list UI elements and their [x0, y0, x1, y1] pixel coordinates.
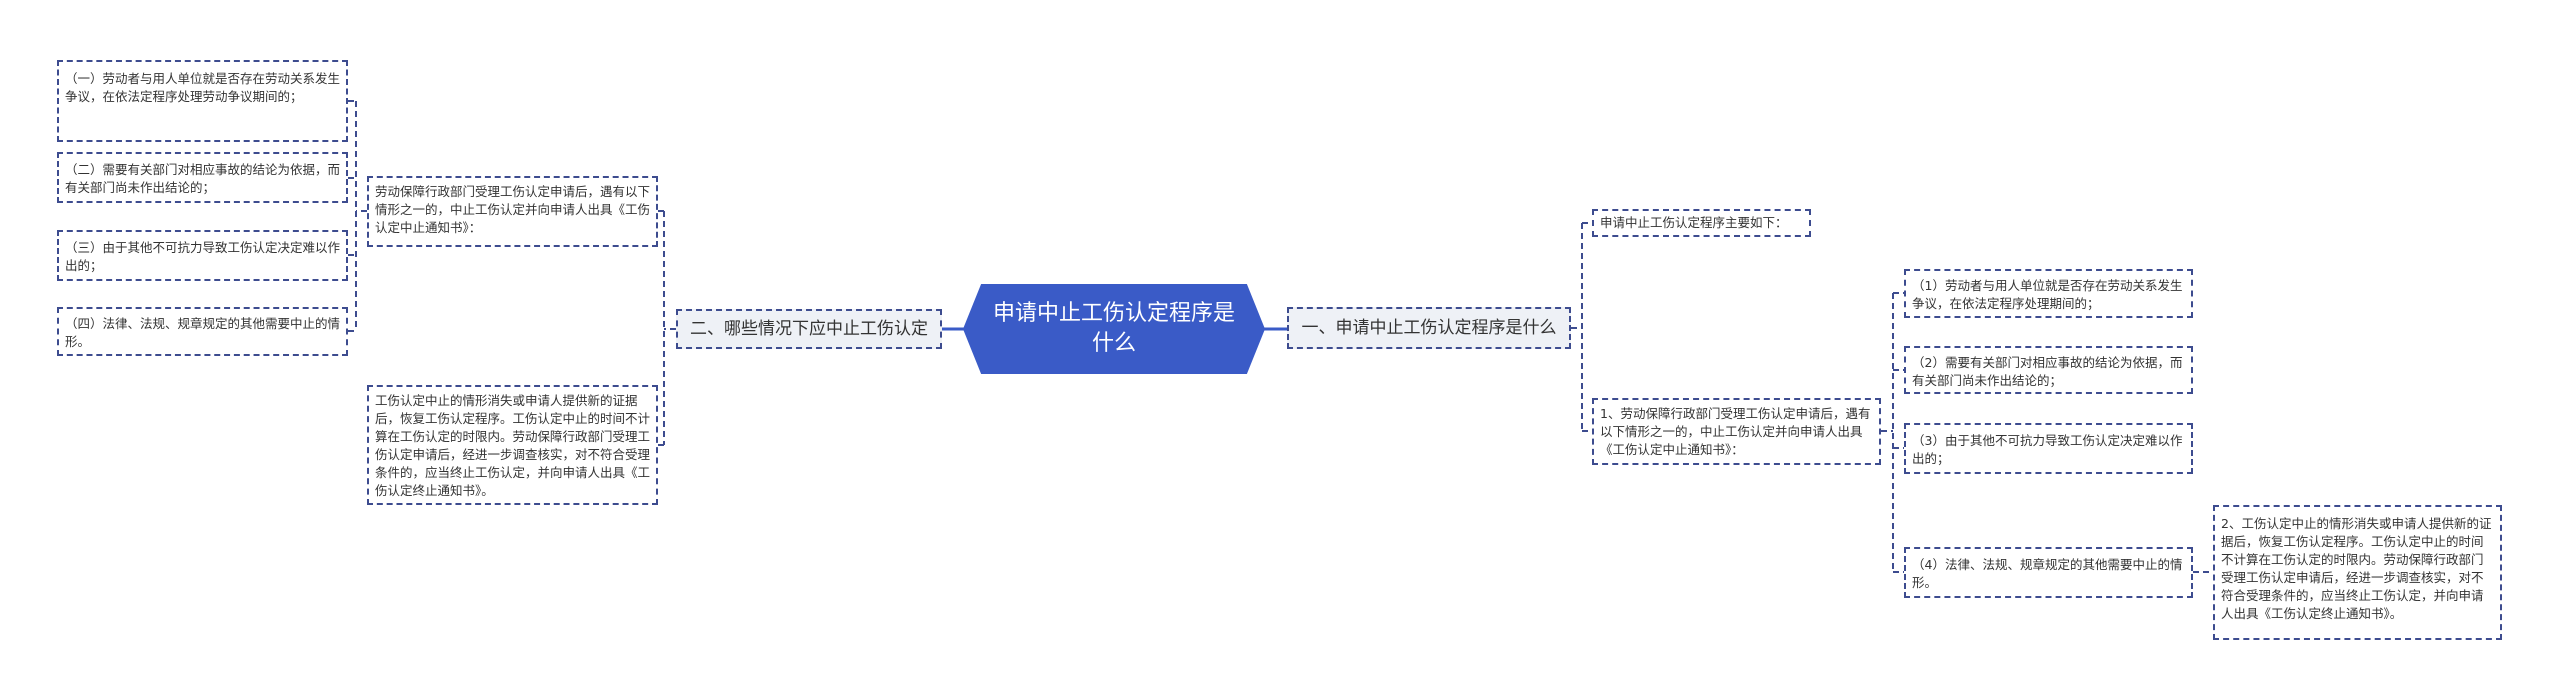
- central-topic[interactable]: 申请中止工伤认定程序是什么: [963, 284, 1265, 374]
- right-item-2[interactable]: （2）需要有关部门对相应事故的结论为依据，而有关部门尚未作出结论的；: [1904, 346, 2193, 394]
- right-item-1[interactable]: （1）劳动者与用人单位就是否存在劳动关系发生争议，在依法定程序处理期间的；: [1904, 269, 2193, 318]
- connector-left-items: [348, 100, 367, 332]
- left-item-4[interactable]: （四）法律、法规、规章规定的其他需要中止的情形。: [57, 307, 348, 356]
- right-node-procedure-intro[interactable]: 申请中止工伤认定程序主要如下：: [1592, 209, 1811, 237]
- right-item-3[interactable]: （3）由于其他不可抗力导致工伤认定决定难以作出的；: [1904, 423, 2193, 474]
- central-topic-title: 申请中止工伤认定程序是什么: [992, 301, 1235, 356]
- connector-left-branch: [658, 210, 676, 446]
- connector-right-branch: [1571, 222, 1592, 432]
- right-item-4[interactable]: （4）法律、法规、规章规定的其他需要中止的情形。: [1904, 547, 2193, 598]
- left-item-1[interactable]: （一）劳动者与用人单位就是否存在劳动关系发生争议，在依法定程序处理劳动争议期间的…: [57, 60, 348, 142]
- left-item-3[interactable]: （三）由于其他不可抗力导致工伤认定决定难以作出的；: [57, 230, 348, 281]
- left-node-suspension-intro[interactable]: 劳动保障行政部门受理工伤认定申请后，遇有以下情形之一的，中止工伤认定并向申请人出…: [367, 176, 658, 247]
- branch-right[interactable]: 一、申请中止工伤认定程序是什么: [1287, 307, 1571, 349]
- right-node-suspension-intro[interactable]: 1、劳动保障行政部门受理工伤认定申请后，遇有以下情形之一的，中止工伤认定并向申请…: [1592, 398, 1881, 465]
- right-node-resumption[interactable]: 2、工伤认定中止的情形消失或申请人提供新的证据后，恢复工伤认定程序。工伤认定中止…: [2213, 505, 2502, 640]
- left-item-2[interactable]: （二）需要有关部门对相应事故的结论为依据，而有关部门尚未作出结论的；: [57, 152, 348, 203]
- branch-left[interactable]: 二、哪些情况下应中止工伤认定: [676, 309, 942, 349]
- connector-right-items: [1881, 292, 1904, 573]
- branch-right-label: 一、申请中止工伤认定程序是什么: [1301, 318, 1557, 338]
- left-node-resumption[interactable]: 工伤认定中止的情形消失或申请人提供新的证据后，恢复工伤认定程序。工伤认定中止的时…: [367, 385, 658, 505]
- branch-left-label: 二、哪些情况下应中止工伤认定: [690, 319, 928, 339]
